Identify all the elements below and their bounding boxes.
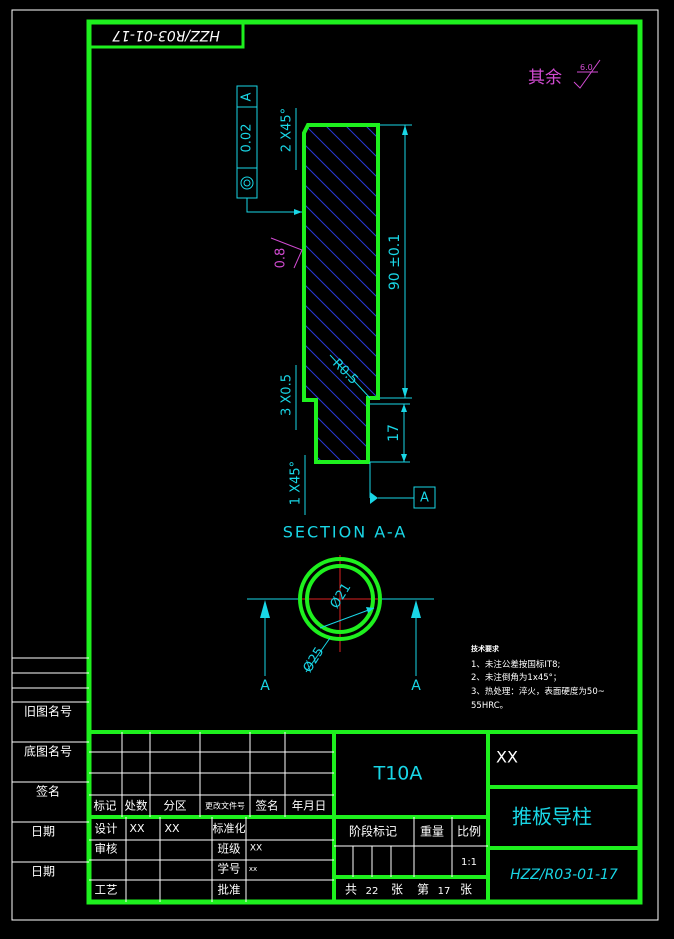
drawing-number-bottom: HZZ/R03-01-17 — [510, 867, 618, 883]
groove-label: 3 X0.5 — [280, 374, 295, 416]
review-label: 审核 — [95, 842, 118, 856]
sheet-no-label: 第 — [417, 883, 429, 897]
tech-note-2: 2、未注倒角为1x45°； — [471, 672, 561, 683]
class-value: XX — [250, 844, 262, 854]
cut-arrow-left: A — [260, 600, 270, 694]
design-value-1: XX — [129, 822, 145, 835]
length-dimension-text: 90 ±0.1 — [387, 234, 403, 290]
gdt-frame: A 0.02 — [236, 85, 302, 215]
tech-notes: 技术要求 1、未注公差按国标IT8; 2、未注倒角为1x45°； 3、热处理：淬… — [471, 644, 605, 711]
part-name: 推板导柱 — [512, 805, 592, 829]
sheet-no: 17 — [438, 886, 451, 897]
tech-note-3: 3、热处理：淬火，表面硬度为50~ — [471, 686, 605, 697]
side-strip — [12, 657, 89, 863]
section-view: Ø21 Ø25 — [247, 555, 434, 675]
sheets-total: 22 — [366, 886, 379, 897]
shoulder-dimension-text: 17 — [386, 424, 402, 442]
ratio-label: 比例 — [457, 825, 481, 839]
ratio-value: 1:1 — [461, 857, 477, 868]
side-label-signature: 签名 — [36, 784, 60, 799]
chamfer-top-label: 2 X45° — [280, 108, 295, 152]
inner-frame — [86, 19, 643, 905]
student-label: 学号 — [218, 862, 241, 876]
title-block: 标记 处数 分区 更改文件号 签名 年月日 设计 XX XX 标准化 审核 班级… — [89, 730, 640, 902]
concentricity-icon — [240, 176, 254, 190]
material-label: T10A — [373, 763, 423, 785]
outer-frame — [11, 9, 659, 921]
roughness-symbol — [270, 237, 303, 269]
header-mark: 标记 — [94, 799, 117, 813]
header-date: 年月日 — [292, 799, 327, 813]
datum-symbol: A — [369, 462, 436, 509]
header-signature: 签名 — [256, 799, 279, 813]
side-label-date-1: 日期 — [31, 825, 55, 839]
cut-arrow-right: A — [411, 600, 421, 694]
shoulder-dimension: 17 — [370, 403, 410, 463]
sheet-no-unit: 张 — [460, 883, 472, 897]
tech-notes-title: 技术要求 — [471, 644, 500, 653]
student-value: xx — [249, 865, 257, 873]
datum-label: A — [420, 491, 429, 506]
drawing-number-top: HZZ/R03-01-17 — [112, 27, 220, 43]
tech-note-4: 55HRC。 — [471, 701, 508, 711]
design-label: 设计 — [95, 822, 118, 836]
dia-inner-label: Ø21 — [328, 581, 355, 612]
drawing-number-box-top — [87, 20, 245, 49]
roughness-symbol-general — [573, 59, 601, 89]
inner-circle — [305, 564, 375, 634]
weight-label: 重量 — [420, 825, 444, 839]
cut-label-left: A — [260, 678, 270, 694]
approve-label: 批准 — [218, 883, 241, 897]
cut-label-right: A — [411, 678, 421, 694]
standard-label: 标准化 — [213, 821, 246, 835]
design-value-2: XX — [164, 822, 180, 835]
company-label: XX — [496, 748, 518, 767]
gdt-datum: A — [240, 92, 255, 101]
stage-label: 阶段标记 — [349, 824, 397, 839]
length-dimension: 90 ±0.1 — [380, 124, 412, 399]
sheets-unit: 张 — [391, 883, 403, 897]
section-title: SECTION A-A — [283, 523, 408, 542]
outer-circle — [298, 557, 382, 641]
tech-note-1: 1、未注公差按国标IT8; — [471, 659, 560, 670]
chamfer-bottom-label: 1 X45° — [289, 461, 304, 505]
part-outline — [302, 123, 380, 464]
header-change-doc: 更改文件号 — [205, 801, 245, 811]
gdt-tolerance: 0.02 — [240, 124, 255, 153]
header-count: 处数 — [125, 799, 148, 813]
roughness-label: 0.8 — [274, 248, 289, 269]
sheets-total-label: 共 — [345, 883, 357, 897]
side-label-old-drawing: 旧图名号 — [24, 704, 72, 719]
process-label: 工艺 — [95, 883, 118, 897]
surface-note: 其余 — [528, 68, 562, 88]
side-label-date-2: 日期 — [31, 865, 55, 879]
header-zone: 分区 — [164, 799, 187, 813]
side-label-base-drawing: 底图名号 — [24, 744, 72, 759]
surface-value: 6.0 — [580, 63, 593, 72]
dia-outer-label: Ø25 — [301, 645, 328, 676]
section-hatching — [304, 125, 378, 462]
class-label: 班级 — [218, 842, 241, 856]
